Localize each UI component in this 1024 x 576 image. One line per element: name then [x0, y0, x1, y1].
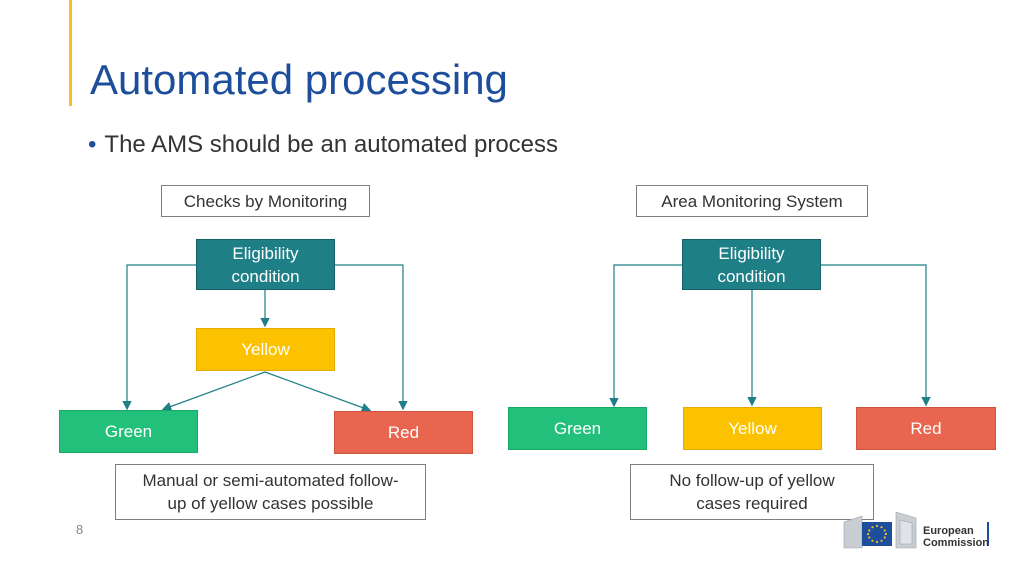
left-heading-box: Checks by Monitoring	[161, 185, 370, 217]
page-number: 8	[76, 522, 84, 537]
left-red-label: Red	[387, 423, 420, 442]
left-note-line1: Manual or semi-automated follow-	[142, 471, 399, 490]
european-commission-logo	[843, 511, 989, 549]
right-red-box: Red	[856, 407, 996, 450]
left-yellow-box: Yellow	[196, 328, 335, 371]
left-yellow-label: Yellow	[241, 340, 290, 359]
logo-text-line1: European	[923, 525, 974, 537]
left-connector-to-green	[122, 264, 197, 411]
slide-title: Automated processing	[90, 56, 508, 103]
right-eligibility-line2: condition	[717, 266, 786, 286]
left-eligibility-line2: condition	[231, 266, 300, 286]
right-green-box: Green	[508, 407, 647, 450]
right-red-label: Red	[910, 419, 942, 438]
right-yellow-label: Yellow	[728, 419, 777, 438]
logo-text-line2: Commission	[923, 537, 990, 549]
left-heading: Checks by Monitoring	[183, 191, 348, 211]
right-connector-to-red	[820, 264, 931, 407]
right-note-box: No follow-up of yellow cases required	[630, 464, 874, 520]
logo-text: European Commission	[923, 525, 989, 549]
title-accent-bar	[69, 0, 72, 106]
right-connector-to-green	[609, 264, 683, 408]
bullet-item: • The AMS should be an automated process	[88, 131, 558, 159]
left-eligibility-line1: Eligibility	[232, 243, 299, 263]
left-eligibility-box: Eligibility condition	[196, 239, 335, 290]
right-eligibility-line1: Eligibility	[718, 243, 785, 263]
left-connector-yellow-red	[264, 371, 372, 413]
right-note-line2: cases required	[696, 494, 808, 513]
right-heading-box: Area Monitoring System	[636, 185, 868, 217]
left-note-box: Manual or semi-automated follow- up of y…	[115, 464, 426, 520]
left-connector-to-red	[334, 264, 408, 411]
bullet-icon: •	[88, 131, 97, 158]
left-green-label: Green	[104, 422, 153, 441]
left-red-box: Red	[334, 411, 473, 454]
left-note-line2: up of yellow cases possible	[167, 494, 374, 513]
left-green-box: Green	[59, 410, 198, 453]
right-yellow-box: Yellow	[683, 407, 822, 450]
right-eligibility-box: Eligibility condition	[682, 239, 821, 290]
right-note-line1: No follow-up of yellow	[669, 471, 835, 490]
right-heading: Area Monitoring System	[661, 191, 843, 211]
bullet-text: The AMS should be an automated process	[104, 131, 559, 158]
left-connector-yellow-green	[161, 371, 266, 412]
right-green-label: Green	[553, 419, 602, 438]
